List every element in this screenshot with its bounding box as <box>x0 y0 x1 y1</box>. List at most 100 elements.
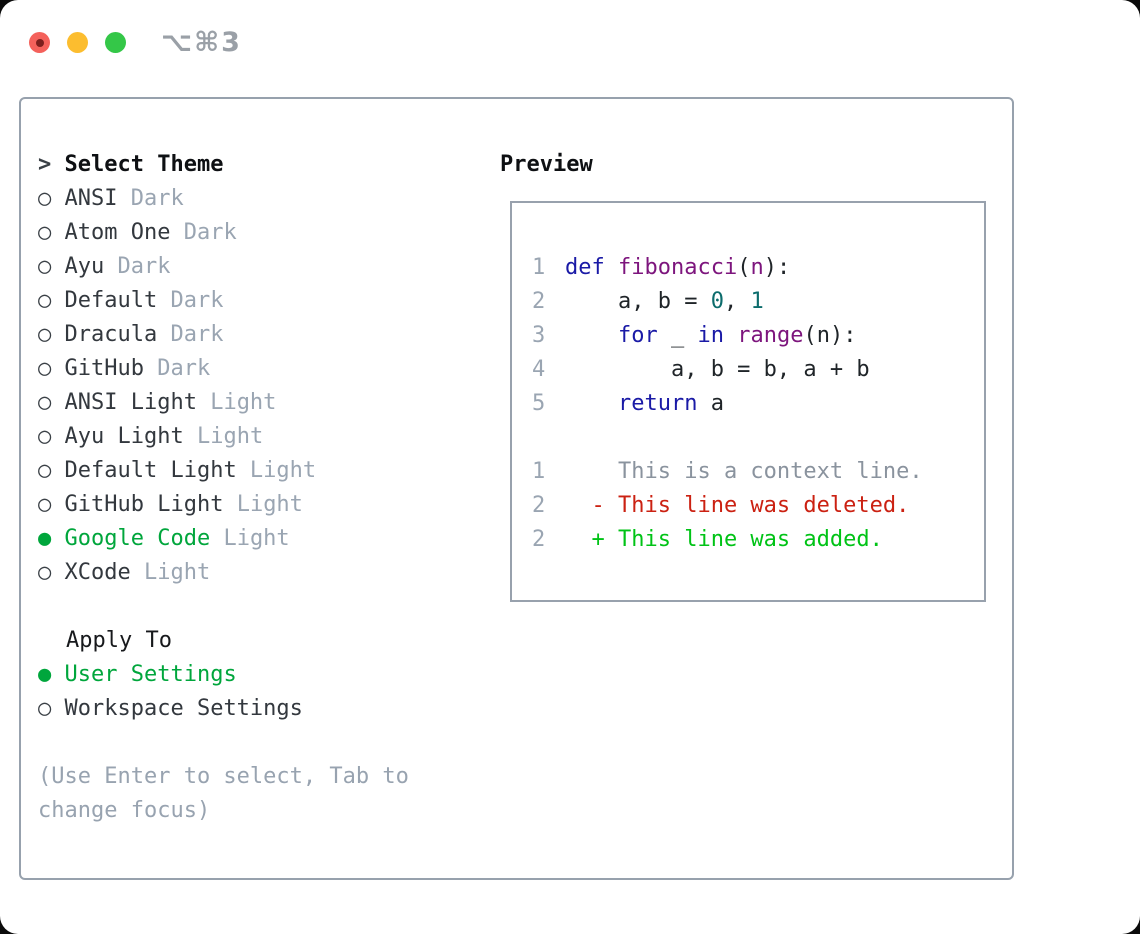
theme-variant: Light <box>183 424 264 449</box>
code-token <box>565 323 618 348</box>
diff-text: This is a context line. <box>565 459 923 484</box>
theme-option-ayu-light[interactable]: ○ Ayu Light Light <box>38 420 478 454</box>
code-token: (n): <box>803 323 857 348</box>
window-title: ⌥⌘3 <box>161 27 242 58</box>
theme-variant: Light <box>236 458 317 483</box>
code-token: _ <box>657 323 698 348</box>
theme-variant: Light <box>196 390 277 415</box>
line-number: 2 <box>532 493 546 518</box>
theme-option-dracula[interactable]: ○ Dracula Dark <box>38 318 478 352</box>
theme-option-xcode[interactable]: ○ XCode Light <box>38 556 478 590</box>
code-token: 0 <box>710 289 724 314</box>
code-token: a, b = <box>565 289 711 314</box>
apply-option-label: Workspace Settings <box>64 696 303 721</box>
zoom-button[interactable] <box>105 32 126 53</box>
caret-prefix: > <box>38 152 65 177</box>
theme-option-github-light[interactable]: ○ GitHub Light Light <box>38 488 478 522</box>
line-number: 1 <box>532 255 546 280</box>
help-text: (Use Enter to select, Tab to change focu… <box>38 764 409 823</box>
theme-name: Google Code <box>64 526 211 551</box>
line-number: 5 <box>532 391 546 416</box>
code-token: def <box>565 255 605 280</box>
diff-line-added: 2 + This line was added. <box>532 523 984 557</box>
unselected-radio-icon: ○ <box>38 492 65 517</box>
line-number: 1 <box>532 459 546 484</box>
code-token: for <box>617 323 658 348</box>
unselected-radio-icon: ○ <box>38 288 65 313</box>
theme-variant: Dark <box>170 220 237 245</box>
theme-list-column: > Select Theme ○ ANSI Dark○ Atom One Dar… <box>38 148 478 828</box>
theme-variant: Light <box>130 560 211 585</box>
code-line: 2 a, b = 0, 1 <box>532 285 984 319</box>
code-line: 3 for _ in range(n): <box>532 319 984 353</box>
selected-radio-icon: ● <box>38 526 65 551</box>
theme-option-ayu[interactable]: ○ Ayu Dark <box>38 250 478 284</box>
apply-to-header: Apply To <box>66 628 172 653</box>
diff-preview: 1 This is a context line.2 - This line w… <box>532 455 984 557</box>
apply-option-label: User Settings <box>64 662 237 687</box>
select-theme-header: > Select Theme <box>38 148 478 182</box>
code-token: a, b = b, a + b <box>565 357 870 382</box>
theme-variant: Dark <box>157 288 224 313</box>
theme-option-github[interactable]: ○ GitHub Dark <box>38 352 478 386</box>
code-token: range <box>737 323 804 348</box>
theme-option-default-light[interactable]: ○ Default Light Light <box>38 454 478 488</box>
code-token: in <box>697 323 724 348</box>
diff-text: - This line was deleted. <box>565 493 910 518</box>
theme-name: Atom One <box>64 220 171 245</box>
theme-name: Default Light <box>64 458 237 483</box>
close-button[interactable] <box>29 32 50 53</box>
unselected-radio-icon: ○ <box>38 424 65 449</box>
apply-option-user-settings[interactable]: ● User Settings <box>38 658 478 692</box>
theme-variant: Dark <box>157 322 224 347</box>
code-token: a <box>697 391 724 416</box>
apply-option-workspace-settings[interactable]: ○ Workspace Settings <box>38 692 478 726</box>
code-token: return <box>617 391 698 416</box>
unselected-radio-icon: ○ <box>38 254 65 279</box>
theme-list: ○ ANSI Dark○ Atom One Dark○ Ayu Dark○ De… <box>38 182 478 590</box>
theme-option-default[interactable]: ○ Default Dark <box>38 284 478 318</box>
spacer <box>38 590 478 624</box>
code-line: 4 a, b = b, a + b <box>532 353 984 387</box>
code-token <box>565 391 618 416</box>
select-theme-header-label: Select Theme <box>64 152 224 177</box>
preview-header: Preview <box>500 152 593 177</box>
diff-line-context: 1 This is a context line. <box>532 455 984 489</box>
titlebar: ⌥⌘3 <box>29 27 242 58</box>
code-token <box>605 255 618 280</box>
theme-variant: Light <box>210 526 290 551</box>
theme-option-ansi-light[interactable]: ○ ANSI Light Light <box>38 386 478 420</box>
code-token: ( <box>737 255 751 280</box>
code-token: fibonacci <box>618 255 738 280</box>
spacer <box>38 726 478 760</box>
theme-name: GitHub Light <box>64 492 224 517</box>
line-number: 2 <box>532 527 546 552</box>
theme-option-google-code[interactable]: ● Google Code Light <box>38 522 478 556</box>
theme-option-ansi[interactable]: ○ ANSI Dark <box>38 182 478 216</box>
code-token: ): <box>763 255 791 280</box>
diff-line-deleted: 2 - This line was deleted. <box>532 489 984 523</box>
unselected-radio-icon: ○ <box>38 356 65 381</box>
unselected-radio-icon: ○ <box>38 220 65 245</box>
line-number: 4 <box>532 357 546 382</box>
theme-name: ANSI Light <box>64 390 197 415</box>
theme-name: Ayu <box>64 254 105 279</box>
theme-name: Ayu Light <box>64 424 184 449</box>
line-number: 3 <box>532 323 546 348</box>
unselected-radio-icon: ○ <box>38 696 65 721</box>
code-token: n <box>750 255 764 280</box>
theme-variant: Light <box>223 492 303 517</box>
theme-variant: Dark <box>117 186 184 211</box>
theme-option-atom-one[interactable]: ○ Atom One Dark <box>38 216 478 250</box>
unselected-radio-icon: ○ <box>38 458 65 483</box>
apply-to-list: ● User Settings○ Workspace Settings <box>38 658 478 726</box>
theme-variant: Dark <box>104 254 171 279</box>
theme-name: ANSI <box>64 186 118 211</box>
code-token: 1 <box>750 289 764 314</box>
minimize-button[interactable] <box>67 32 88 53</box>
unselected-radio-icon: ○ <box>38 560 65 585</box>
unselected-radio-icon: ○ <box>38 186 65 211</box>
